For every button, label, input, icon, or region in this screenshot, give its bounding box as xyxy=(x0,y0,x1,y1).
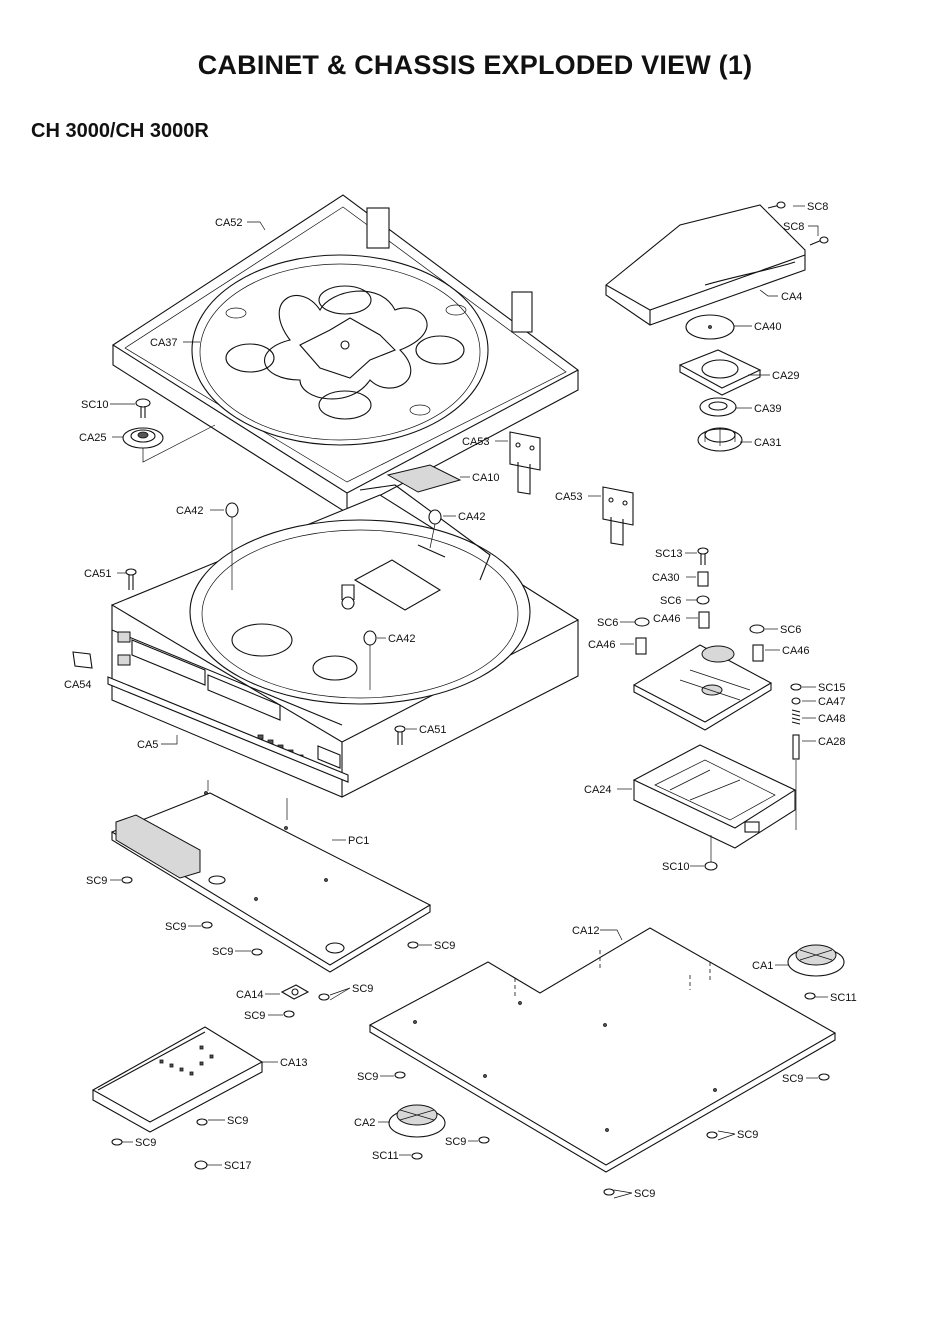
callout-sc9-5: SC9 xyxy=(352,983,373,995)
callout-sc9-4: SC9 xyxy=(434,940,455,952)
callout-ca37: CA37 xyxy=(150,337,178,349)
foot-ca1 xyxy=(787,944,845,1000)
main-cabinet xyxy=(110,484,580,798)
front-panel-ca5 xyxy=(107,676,349,783)
foot-ca2 xyxy=(388,1104,446,1160)
callout-sc8-a: SC8 xyxy=(807,201,828,213)
leader-lines xyxy=(110,205,828,1199)
callout-ca42-c: CA42 xyxy=(388,633,416,645)
callout-ca51-a: CA51 xyxy=(84,568,112,580)
callout-ca54: CA54 xyxy=(64,679,92,691)
callout-ca30: CA30 xyxy=(652,572,680,584)
callout-ca46-c: CA46 xyxy=(782,645,810,657)
mechanism-stack xyxy=(634,547,765,662)
callout-sc17: SC17 xyxy=(224,1160,252,1172)
ring-ca39 xyxy=(699,397,737,417)
callout-sc9-9: SC9 xyxy=(357,1071,378,1083)
callout-pc1: PC1 xyxy=(348,835,369,847)
callout-ca29: CA29 xyxy=(772,370,800,382)
callout-ca13: CA13 xyxy=(280,1057,308,1069)
callout-sc9-2: SC9 xyxy=(165,921,186,933)
callout-sc9-8: SC9 xyxy=(135,1137,156,1149)
callout-ca2: CA2 xyxy=(354,1117,375,1129)
callout-ca46-a: CA46 xyxy=(653,613,681,625)
foot-ca42-c xyxy=(363,630,377,690)
bracket-ca53-a xyxy=(509,431,541,495)
callout-ca40: CA40 xyxy=(754,321,782,333)
callout-ca24: CA24 xyxy=(584,784,612,796)
panel-ca4 xyxy=(605,204,806,326)
callout-sc9-11: SC9 xyxy=(782,1073,803,1085)
small-parts-right xyxy=(790,683,802,830)
screw-sc10-bottom xyxy=(704,835,718,871)
callout-sc9-1: SC9 xyxy=(86,875,107,887)
screw-ca51-b xyxy=(394,725,406,745)
callout-sc9-12: SC9 xyxy=(737,1129,758,1141)
callout-ca10: CA10 xyxy=(472,472,500,484)
callout-ca42-a: CA42 xyxy=(176,505,204,517)
callout-ca14: CA14 xyxy=(236,989,264,1001)
damper-ca25 xyxy=(122,424,216,463)
callout-sc9-3: SC9 xyxy=(212,946,233,958)
callout-sc9-13: SC9 xyxy=(634,1188,655,1200)
callout-sc10-bottom: SC10 xyxy=(662,861,690,873)
page-title: CABINET & CHASSIS EXPLODED VIEW (1) xyxy=(197,50,753,80)
callout-ca25: CA25 xyxy=(79,432,107,444)
callout-sc6-a: SC6 xyxy=(660,595,681,607)
callout-ca12: CA12 xyxy=(572,925,600,937)
callout-ca53-a: CA53 xyxy=(462,436,490,448)
disc-tray-ca37 xyxy=(191,254,489,446)
screw-sc10-top xyxy=(135,398,151,418)
window-ca54 xyxy=(72,651,93,669)
callout-sc6-b: SC6 xyxy=(597,617,618,629)
callout-ca28: CA28 xyxy=(818,736,846,748)
bracket-ca53-b xyxy=(602,486,634,546)
callout-ca42-b: CA42 xyxy=(458,511,486,523)
callout-ca39: CA39 xyxy=(754,403,782,415)
pcb-sheet-ca10 xyxy=(386,464,462,493)
callout-sc15: SC15 xyxy=(818,682,846,694)
screws-sc9 xyxy=(111,876,830,1196)
callout-sc11-b: SC11 xyxy=(372,1150,399,1162)
callout-sc6-c: SC6 xyxy=(780,624,801,636)
foot-ca42-b xyxy=(428,509,442,549)
callout-sc9-7: SC9 xyxy=(227,1115,248,1127)
screw-sc8 xyxy=(767,201,829,246)
callout-ca47: CA47 xyxy=(818,696,846,708)
traverse-unit xyxy=(632,644,773,731)
callout-sc9-10: SC9 xyxy=(445,1136,466,1148)
bottom-plate-ca12 xyxy=(368,927,837,1173)
callout-ca46-b: CA46 xyxy=(588,639,616,651)
clamp-ca14 xyxy=(280,984,310,1000)
clamper-ca31 xyxy=(697,427,743,452)
foot-ca42-a xyxy=(225,502,239,590)
callout-sc11-a: SC11 xyxy=(830,992,857,1004)
model-subtitle: CH 3000/CH 3000R xyxy=(31,120,209,142)
callout-ca5: CA5 xyxy=(137,739,158,751)
callout-sc13: SC13 xyxy=(655,548,683,560)
callout-ca53-b: CA53 xyxy=(555,491,583,503)
callout-ca31: CA31 xyxy=(754,437,782,449)
callout-ca52: CA52 xyxy=(215,217,243,229)
sheet-ca40 xyxy=(685,314,735,340)
callout-sc9-6: SC9 xyxy=(244,1010,265,1022)
mech-chassis-ca24 xyxy=(632,744,797,849)
main-pcb-pc1 xyxy=(110,791,432,973)
callout-sc10-top: SC10 xyxy=(81,399,109,411)
screw-ca51-a xyxy=(125,568,137,590)
callout-sc8-b: SC8 xyxy=(783,221,804,233)
callout-labels: CA52 CA37 SC10 CA25 SC8 SC8 CA4 CA40 CA2… xyxy=(64,201,857,1200)
callout-ca1: CA1 xyxy=(752,960,773,972)
callout-ca48: CA48 xyxy=(818,713,846,725)
callout-ca4: CA4 xyxy=(781,291,802,303)
callout-ca51-b: CA51 xyxy=(419,724,447,736)
holder-ca29 xyxy=(678,349,762,396)
